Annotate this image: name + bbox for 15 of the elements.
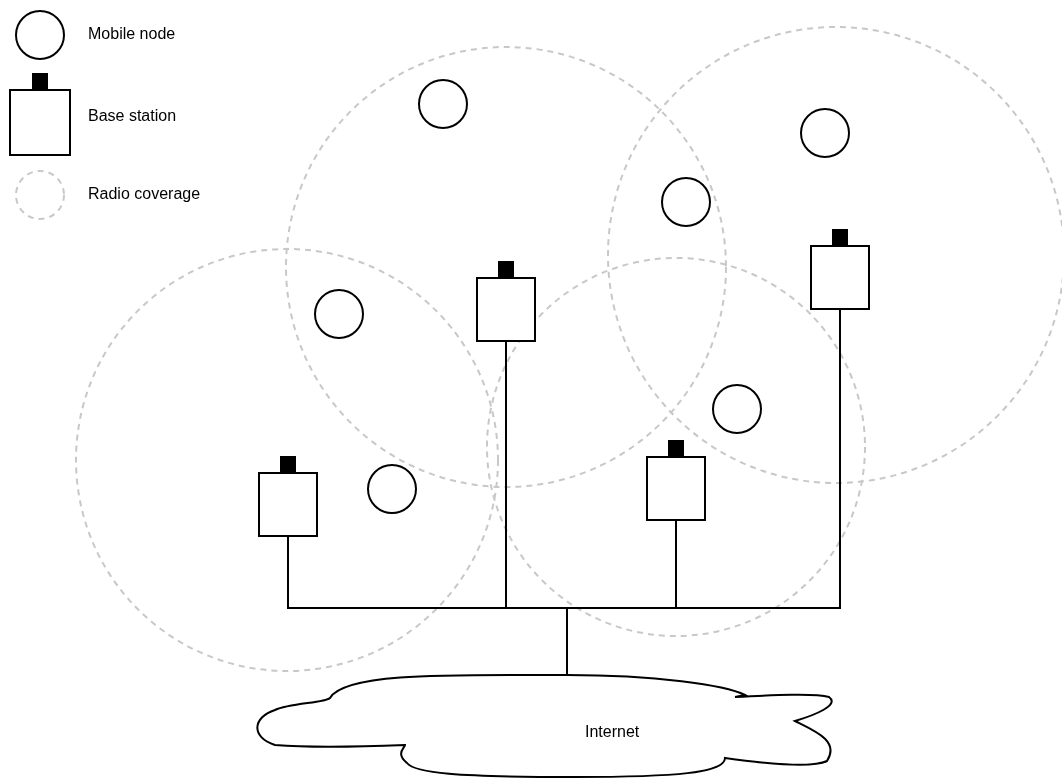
legend-label: Base station bbox=[88, 107, 177, 125]
mobile-node-circle bbox=[367, 464, 417, 514]
legend-label: Mobile node bbox=[88, 25, 176, 43]
mobile-node-circle bbox=[418, 79, 468, 129]
mobile-node-circle bbox=[712, 384, 762, 434]
legend-label: Radio coverage bbox=[88, 185, 201, 203]
mobile-node-circle bbox=[661, 177, 711, 227]
mobile-node-circle bbox=[314, 289, 364, 339]
cloud-label: Internet bbox=[585, 723, 640, 741]
base-station-icon bbox=[646, 440, 706, 521]
base-station-icon bbox=[476, 261, 536, 342]
base-station-icon bbox=[810, 229, 870, 310]
base-station-icon bbox=[258, 456, 318, 537]
mobile-node-circle bbox=[800, 108, 850, 158]
internet-cloud bbox=[255, 675, 831, 779]
